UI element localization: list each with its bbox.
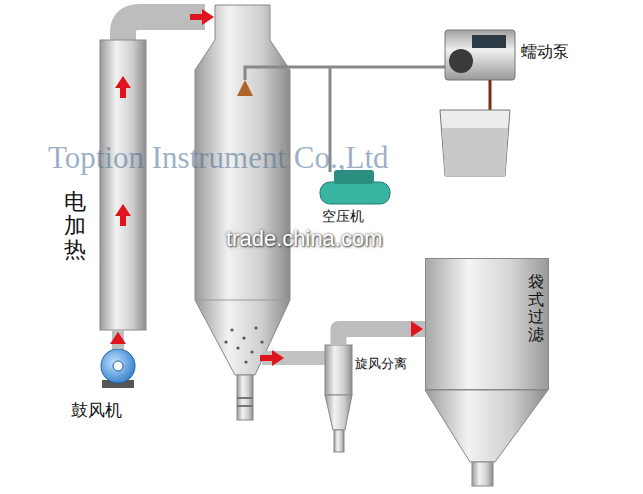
blower-fan [101,349,135,383]
flow-arrows [115,9,284,366]
node-label: 蠕动泵 [521,42,569,63]
blower-hub [113,361,123,371]
bag-cone [425,390,548,462]
outlet-rings [237,398,253,406]
node-label: 电加热 [64,190,86,263]
bag-filter-box: 袋式过滤 [425,258,549,390]
spray-cone [237,80,253,96]
arrow-head [110,332,126,344]
pump-head [449,49,473,73]
cyclone-cone [325,395,352,430]
watermark-company: Toption Instrument Co.,Ltd [48,140,389,176]
beaker [440,110,510,176]
cyclone-body [325,345,352,395]
feed-line [245,67,447,80]
arrow-head [411,321,423,337]
pump-box: 蠕动泵 [445,30,515,80]
node-label: 空压机 [322,208,364,226]
node-label: 旋风分离 [355,355,407,373]
drying-tower [195,5,290,375]
node-label: 袋式过滤 [528,273,544,343]
heater-column [100,40,146,330]
tower-outlet [237,375,253,420]
blower-box: 鼓风机 [101,349,135,383]
pump-body [445,30,515,80]
bag-outlet [472,462,493,486]
tower-seam [195,300,290,301]
cyclone-outlet [334,430,344,452]
pipe-connector [110,330,126,349]
watermark-site: trade.china.com [226,226,383,252]
heater-box: 电加热 [100,40,146,330]
tower-holes [224,326,263,363]
pipe-connector [339,321,426,345]
compressor-tank [320,182,390,204]
compressor-box: 空压机 [320,170,390,205]
cyclone-box: 旋风分离 [325,345,352,430]
beaker-liquid [442,128,508,176]
pump-display [472,35,506,48]
node-label: 鼓风机 [71,399,122,422]
